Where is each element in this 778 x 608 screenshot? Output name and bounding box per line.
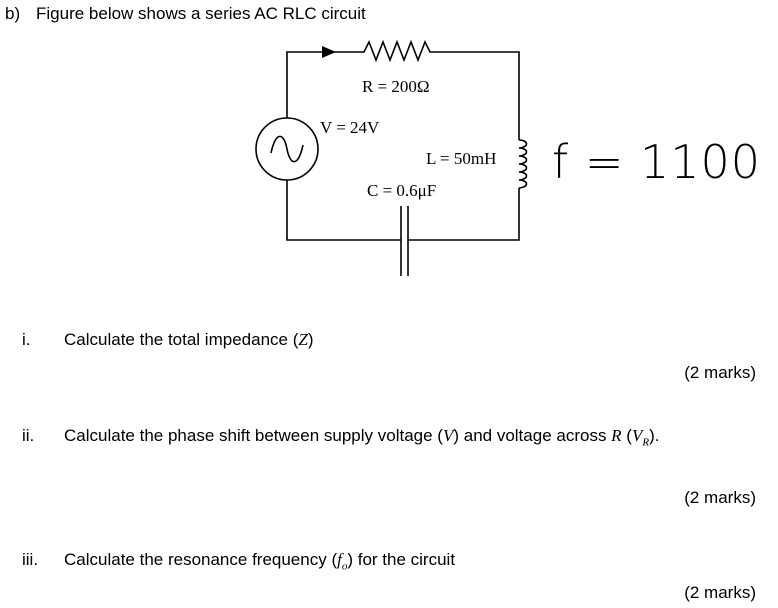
- sine-wave-icon: [270, 135, 304, 163]
- question-numeral: ii.: [22, 426, 35, 445]
- inductor-label: L = 50mH: [426, 149, 496, 168]
- voltage-label: V = 24V: [320, 118, 380, 137]
- question-numeral: iii.: [22, 550, 39, 569]
- right-wire: [408, 188, 520, 241]
- resistor-zigzag: [326, 39, 520, 140]
- question-marks: (2 marks): [684, 583, 756, 602]
- rlc-circuit-diagram: R = 200Ω V = 24V L = 50mH C = 0.6μF f = …: [255, 39, 778, 276]
- question-numeral: i.: [22, 330, 31, 349]
- intro-text: Figure below shows a series AC RLC circu…: [36, 4, 366, 23]
- question-text: Calculate the resonance frequency (fo) f…: [64, 550, 456, 573]
- question-marks: (2 marks): [684, 363, 756, 382]
- part-label: b): [5, 4, 21, 23]
- capacitor-label: C = 0.6μF: [367, 181, 436, 200]
- question-text: Calculate the phase shift between supply…: [64, 426, 660, 449]
- question-text: Calculate the total impedance (Z): [64, 330, 314, 349]
- current-arrow-icon: [322, 46, 336, 58]
- question-marks: (2 marks): [684, 488, 756, 507]
- inductor-coil: [518, 139, 528, 189]
- handwritten-frequency-note: f = 1100 Hz: [552, 135, 778, 189]
- ac-source-circle: [255, 117, 319, 181]
- resistor-label: R = 200Ω: [362, 77, 430, 96]
- top-wire-left: [286, 51, 326, 118]
- bottom-wire-left: [286, 180, 401, 241]
